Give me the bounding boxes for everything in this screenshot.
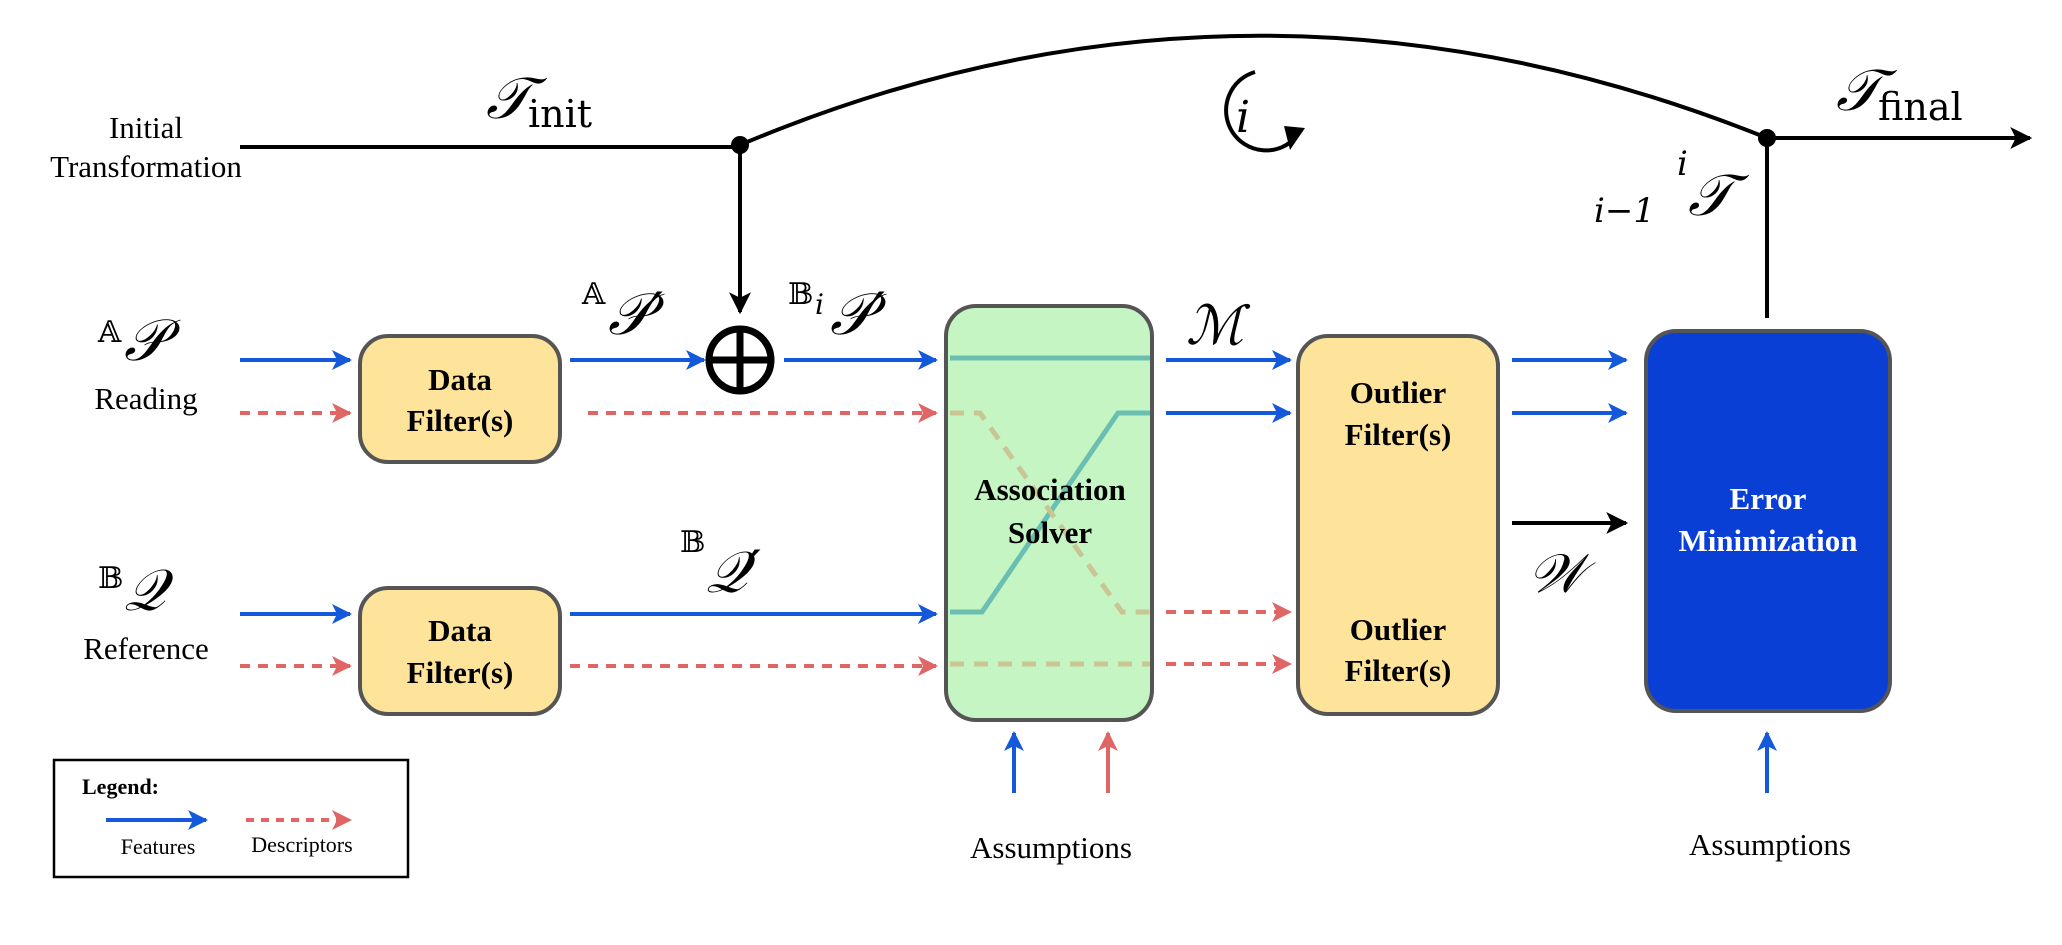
outlier-filter-top-line2: Filter(s)	[1345, 417, 1452, 452]
composition-oplus-icon	[705, 325, 775, 395]
t-init-subscript: init	[528, 92, 592, 136]
reference-label: Reference	[83, 631, 209, 666]
legend-descriptors-label: Descriptors	[251, 832, 352, 857]
assumptions-left-label: Assumptions	[970, 830, 1132, 865]
outlier-filter-top-line1: Outlier	[1350, 375, 1447, 410]
a-p-prime-superscript: 𝔸	[581, 277, 606, 312]
error-minimization-line1: Error	[1730, 481, 1807, 516]
t-final-subscript: final	[1878, 85, 1963, 129]
b-q-prime-symbol: 𝒬′	[706, 538, 761, 606]
outlier-filter-bottom-line2: Filter(s)	[1345, 653, 1452, 688]
error-minimization-box: Error Minimization	[1644, 329, 1892, 713]
data-filter-top-line2: Filter(s)	[407, 403, 514, 438]
b-q-symbol: 𝒬	[124, 556, 174, 624]
b-i-p-prime-superscript: 𝔹	[788, 277, 813, 312]
b-i-p-prime-symbol: 𝒫′	[830, 280, 887, 348]
association-solver-line1: Association	[974, 472, 1126, 507]
b-q-superscript: 𝔹	[98, 561, 123, 596]
data-filter-bottom-box: Data Filter(s)	[358, 586, 562, 716]
b-i-p-prime-index: i	[815, 288, 824, 321]
iteration-index: i	[1236, 92, 1250, 143]
initial-label-line2: Transformation	[50, 149, 242, 184]
b-q-prime-superscript: 𝔹	[680, 525, 705, 560]
error-minimization-line2: Minimization	[1678, 523, 1857, 558]
t-iter-superscript: i	[1677, 144, 1688, 184]
solver-descriptor-line-cross	[950, 410, 1150, 615]
reading-label: Reading	[94, 381, 197, 416]
iteration-loop-icon	[1224, 70, 1298, 153]
a-p-symbol: 𝒫	[124, 306, 181, 374]
data-filter-top-box: Data Filter(s)	[358, 334, 562, 464]
data-filter-top-line1: Data	[428, 362, 492, 397]
legend: Legend: Features Descriptors	[52, 758, 410, 879]
legend-features-label: Features	[121, 834, 196, 859]
m-symbol: ℳ	[1186, 294, 1251, 357]
w-symbol: 𝒲	[1528, 542, 1596, 605]
iteration-loop-arrowhead-icon	[1284, 126, 1305, 150]
initial-label-line1: Initial	[109, 110, 183, 145]
outlier-filter-box: Outlier Filter(s) Outlier Filter(s)	[1296, 334, 1500, 716]
legend-title: Legend:	[82, 774, 159, 799]
association-solver-line2: Solver	[1008, 515, 1093, 550]
t-iter-subscript: i−1	[1594, 191, 1655, 231]
iteration-arc	[739, 33, 1768, 147]
outlier-filter-bottom-line1: Outlier	[1350, 612, 1447, 647]
a-p-prime-symbol: 𝒫′	[608, 280, 665, 348]
t-iter-symbol: 𝒯	[1688, 161, 1750, 229]
a-p-superscript: 𝔸	[97, 315, 122, 350]
data-filter-bottom-line1: Data	[428, 613, 492, 648]
association-solver-box: Association Solver	[944, 304, 1154, 722]
data-filter-bottom-line2: Filter(s)	[407, 655, 514, 690]
assumptions-right-label: Assumptions	[1689, 827, 1851, 862]
